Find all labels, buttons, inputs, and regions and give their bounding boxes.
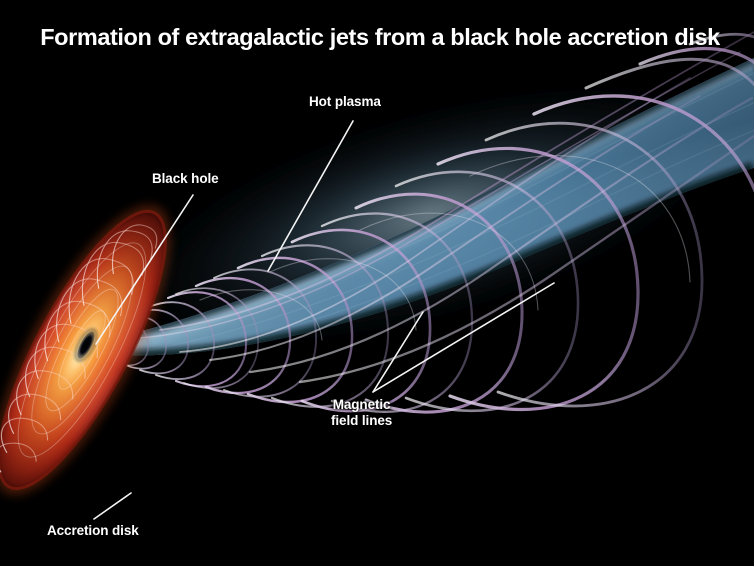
- leader-hot-plasma: [267, 120, 354, 272]
- label-black-hole: Black hole: [152, 171, 219, 186]
- leader-lines: [93, 120, 555, 520]
- label-magnetic-line2: field lines: [331, 413, 393, 428]
- black-hole-shadow: [74, 328, 98, 362]
- leader-accretion-disk: [93, 492, 132, 520]
- label-magnetic-line1: Magnetic: [332, 397, 391, 412]
- magnetic-field-lines: [103, 31, 754, 414]
- label-accretion-disk: Accretion disk: [47, 523, 139, 538]
- black-hole: [74, 328, 98, 362]
- relativistic-jet: [62, 31, 754, 414]
- disk-rim: [0, 209, 167, 491]
- label-hot-plasma: Hot plasma: [309, 94, 381, 109]
- black-hole-core: [77, 331, 95, 359]
- leader-magnetic-b: [372, 282, 555, 393]
- disk-inner-swirls: [17, 242, 147, 458]
- leader-magnetic-a: [372, 311, 424, 393]
- page-title: Formation of extragalactic jets from a b…: [40, 24, 720, 50]
- leader-black-hole: [95, 194, 194, 345]
- disk-field-lines: [0, 224, 158, 473]
